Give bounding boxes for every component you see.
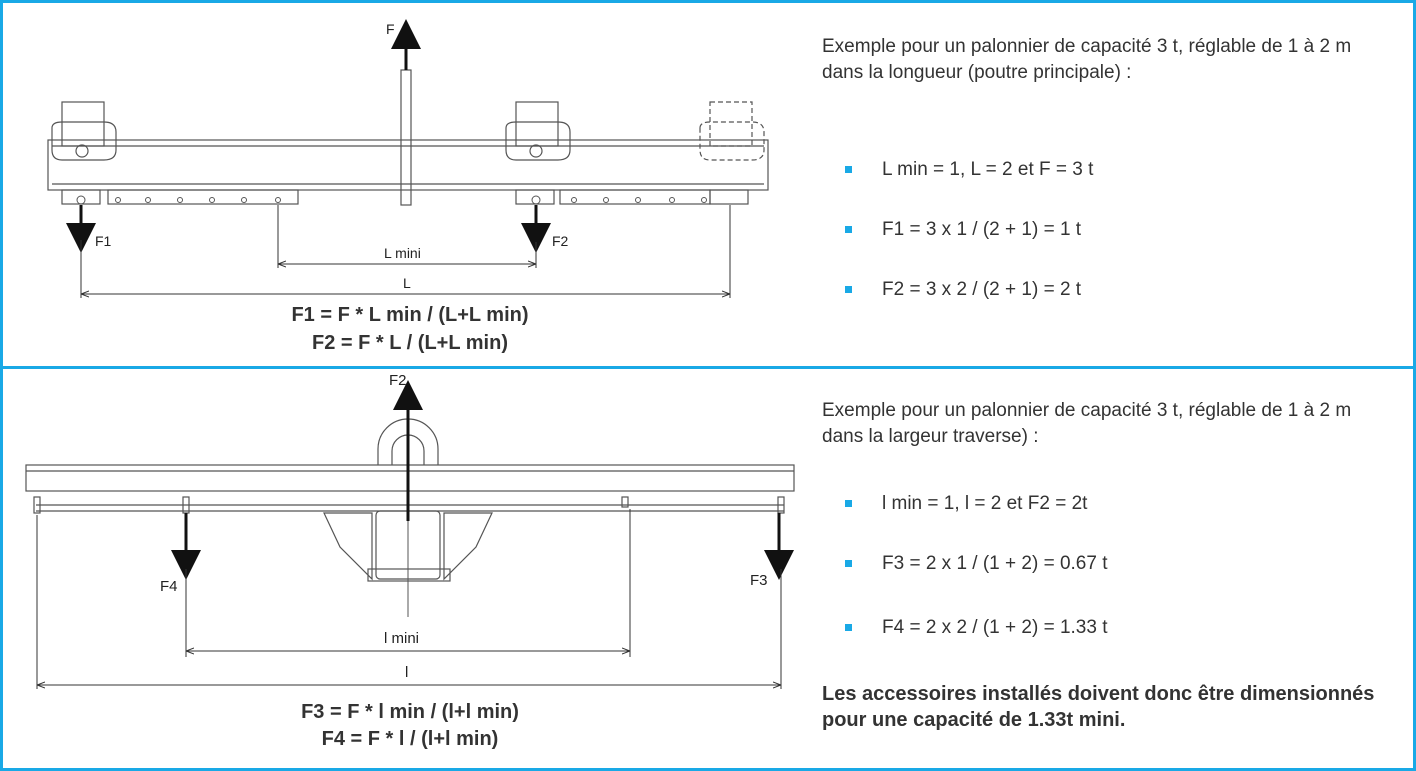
right-gripper [709, 101, 753, 147]
crossbeam-drawing: F2 F4 F3 l mini l [25, 372, 795, 689]
label-L: L [403, 275, 411, 291]
center-block [323, 512, 373, 581]
bullet-square [845, 624, 852, 631]
label-l-mini: l mini [384, 630, 419, 647]
conclusion-text: Les accessoires installés doivent donc ê… [822, 683, 1375, 731]
label-F3: F3 [750, 572, 768, 589]
label-F2-bottom: F2 [389, 372, 407, 389]
list-item: F1 = 3 x 1 / (2 + 1) = 1 t [822, 217, 1382, 243]
bullet-square [845, 286, 852, 293]
list-item: l min = 1, l = 2 et F2 = 2t [822, 491, 1382, 517]
bullet-square [845, 226, 852, 233]
bottom-intro-text: Exemple pour un palonnier de capacité 3 … [822, 400, 1352, 447]
list-item: L min = 1, L = 2 et F = 3 t [822, 157, 1382, 183]
bullet-square [845, 166, 852, 173]
list-item: F2 = 3 x 2 / (2 + 1) = 2 t [822, 277, 1382, 303]
main-beam [47, 139, 769, 191]
label-F: F [386, 21, 395, 37]
row-divider [0, 366, 1416, 369]
top-bullets: L min = 1, L = 2 et F = 3 t F1 = 3 x 1 /… [822, 157, 1382, 303]
list-item: F3 = 2 x 1 / (1 + 2) = 0.67 t [822, 551, 1382, 577]
list-item: F4 = 2 x 2 / (1 + 2) = 1.33 t [822, 615, 1382, 641]
middle-gripper [515, 101, 559, 147]
formula-F4: F4 = F * l / (l+l min) [321, 728, 499, 750]
formula-F2: F2 = F * L / (L+L min) [312, 332, 508, 354]
label-F2: F2 [552, 233, 569, 249]
center-mast [400, 69, 412, 206]
crossbeam [25, 464, 795, 492]
main-beam-drawing: F F1 F2 L mini L [47, 19, 769, 298]
label-l: l [405, 664, 408, 681]
formula-F3: F3 = F * l min / (l+l min) [301, 701, 519, 723]
label-F1: F1 [95, 233, 112, 249]
label-F4: F4 [160, 578, 178, 595]
bullet-square [845, 560, 852, 567]
top-intro-text: Exemple pour un palonnier de capacité 3 … [822, 36, 1352, 83]
formula-F1: F1 = F * L min / (L+L min) [291, 304, 529, 326]
label-L-mini: L mini [384, 245, 421, 261]
left-gripper [61, 101, 105, 147]
bullet-square [845, 500, 852, 507]
bottom-bullets: l min = 1, l = 2 et F2 = 2t F3 = 2 x 1 /… [822, 491, 1382, 641]
